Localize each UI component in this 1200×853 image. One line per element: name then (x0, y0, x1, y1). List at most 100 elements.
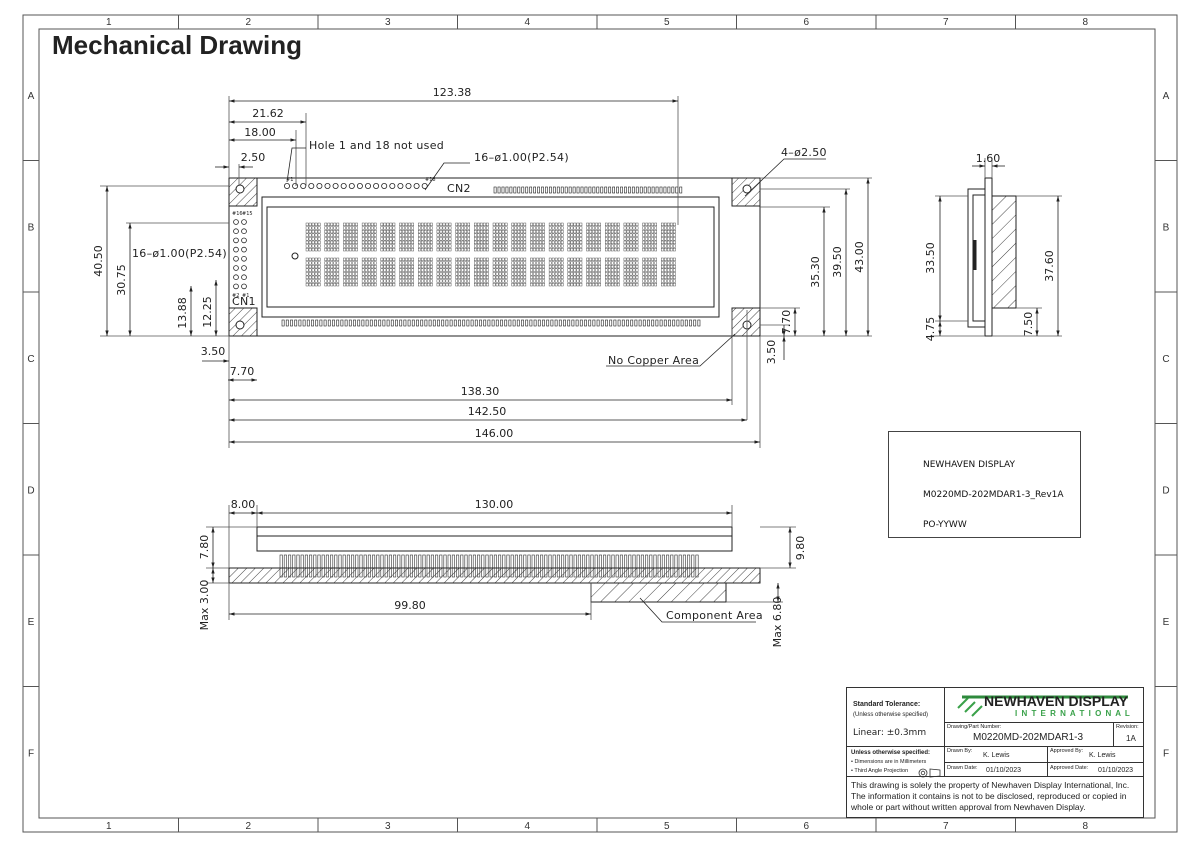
character-matrix (305, 222, 676, 287)
pixel-dot (614, 272, 617, 276)
pixel-dot (673, 222, 676, 226)
pixel-dot (626, 257, 630, 261)
front-pin (426, 554, 430, 578)
pixel-dot (361, 268, 365, 272)
edge-pad (575, 319, 579, 327)
pixel-dot (408, 272, 411, 276)
pixel-dot (514, 226, 518, 230)
pixel-dot (651, 272, 654, 276)
pixel-dot (551, 283, 555, 287)
pin-1b-label: #1 (242, 293, 249, 299)
pixel-dot (392, 233, 396, 237)
pixel-dot (533, 237, 536, 241)
pixel-dot (557, 237, 561, 241)
pixel-dot (386, 222, 390, 226)
pixel-dot (576, 279, 580, 283)
grid-row-left: C (27, 354, 34, 365)
approved-date: 01/10/2023 (1098, 767, 1134, 774)
front-pin (514, 554, 518, 578)
edge-pad (441, 319, 445, 327)
pixel-dot (651, 240, 654, 244)
pixel-dot (327, 237, 331, 241)
pixel-dot (480, 222, 483, 226)
pixel-dot (632, 268, 636, 272)
pixel-dot (592, 240, 595, 244)
pixel-dot (551, 247, 555, 252)
pixel-dot (418, 222, 421, 226)
pixel-dot (592, 257, 595, 261)
character-cell (324, 257, 340, 287)
approved-by: K. Lewis (1089, 752, 1116, 759)
pixel-dot (504, 275, 508, 279)
pixel-dot (336, 240, 340, 244)
pixel-dot (427, 283, 430, 287)
pixel-dot (389, 233, 393, 237)
pixel-dot (305, 244, 309, 248)
pixel-dot (542, 222, 545, 226)
pixel-dot (343, 275, 346, 279)
pixel-dot (483, 275, 486, 279)
front-pin (401, 554, 405, 578)
pixel-dot (586, 283, 589, 287)
pixel-dot (418, 237, 421, 241)
pixel-dot (430, 229, 433, 234)
pixel-dot (617, 261, 620, 265)
pixel-dot (305, 233, 309, 237)
label-line-1: NEWHAVEN DISPLAY (923, 460, 1016, 470)
pixel-dot (380, 272, 384, 276)
pixel-dot (661, 265, 664, 269)
pixel-dot (392, 229, 396, 234)
edge-pad (428, 319, 432, 327)
character-cell (661, 222, 676, 252)
pixel-dot (670, 268, 673, 272)
pixel-dot (392, 265, 396, 269)
pixel-dot (576, 257, 580, 261)
pixel-dot (592, 247, 595, 252)
pixel-dot (573, 247, 577, 252)
pixel-dot (492, 275, 496, 279)
pixel-dot (645, 229, 648, 234)
pixel-dot (495, 240, 499, 244)
pixel-dot (474, 257, 477, 261)
grid-row-right: C (1162, 354, 1169, 365)
pixel-dot (346, 265, 349, 269)
edge-pad (327, 319, 331, 327)
pixel-dot (632, 229, 636, 234)
pixel-dot (554, 237, 558, 241)
pixel-dot (533, 257, 536, 261)
pixel-dot (448, 222, 452, 226)
pixel-dot (586, 275, 589, 279)
pixel-dot (623, 240, 627, 244)
edge-pad (552, 186, 556, 194)
pixel-dot (477, 268, 480, 272)
pixel-dot (586, 272, 589, 276)
pixel-dot (670, 279, 673, 283)
legal-line-2: The information it contains is not to be… (851, 791, 1127, 801)
dim-9-80: 9.80 (794, 536, 807, 561)
product-label-box: NEWHAVEN DISPLAY M0220MD-202MDAR1-3_Rev1… (888, 431, 1081, 538)
pixel-dot (327, 272, 331, 276)
character-cell (324, 222, 340, 252)
pixel-dot (517, 275, 521, 279)
edge-pad (420, 319, 424, 327)
pixel-dot (486, 240, 489, 244)
pixel-dot (539, 233, 542, 237)
part-number-label: Drawing/Part Number: (947, 724, 1002, 730)
pixel-dot (455, 261, 459, 265)
front-pin (309, 554, 313, 578)
pixel-dot (586, 229, 589, 234)
cn2-pin-row (283, 182, 428, 189)
pixel-dot (474, 244, 477, 248)
front-pin (540, 554, 544, 578)
pixel-dot (477, 222, 480, 226)
pixel-dot (642, 222, 645, 226)
pixel-dot (455, 247, 459, 252)
grid-col-bottom: 8 (1082, 821, 1088, 832)
pixel-dot (405, 222, 408, 226)
pixel-dot (327, 244, 331, 248)
pixel-dot (635, 222, 639, 226)
pixel-dot (542, 261, 545, 265)
pixel-dot (361, 257, 365, 261)
pixel-dot (536, 275, 539, 279)
